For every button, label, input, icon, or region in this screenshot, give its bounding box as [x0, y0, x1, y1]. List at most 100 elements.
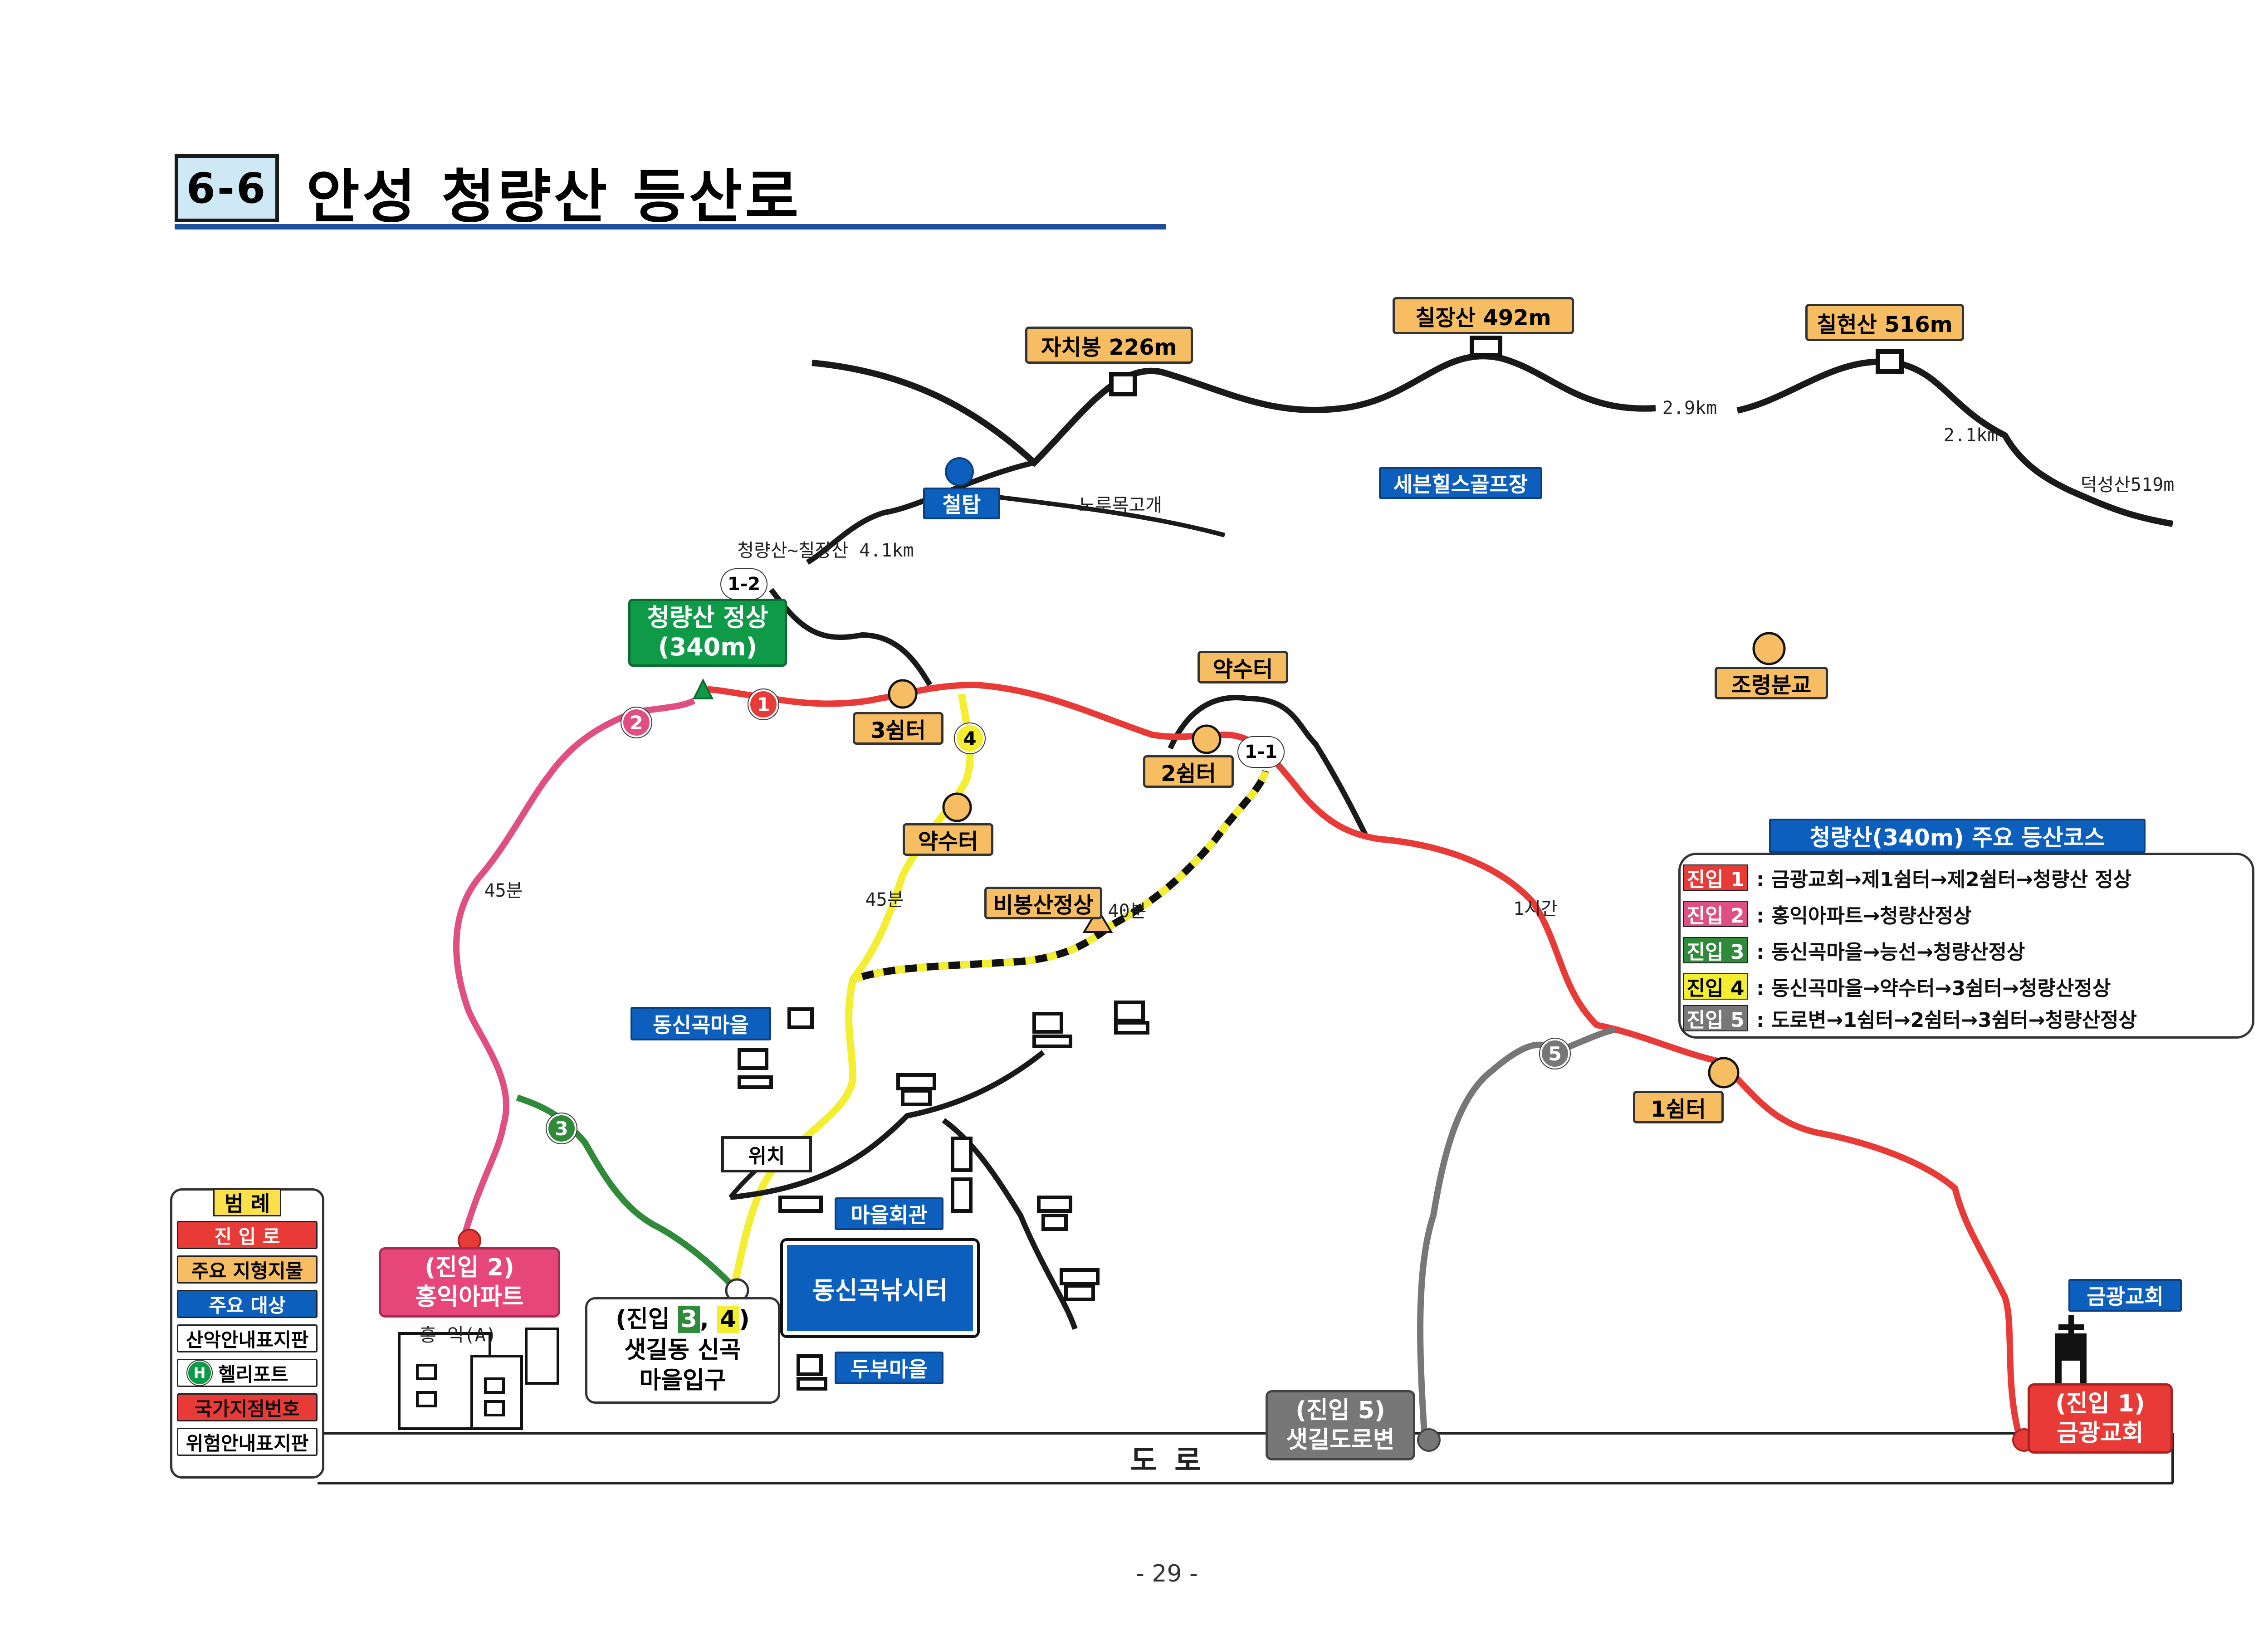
place-deokseongsan: 덕성산519m — [2080, 474, 2175, 495]
entry-2-title: (진입 2) — [425, 1254, 514, 1281]
ridge-2sheltr — [1168, 695, 1368, 836]
title-underline — [175, 224, 1166, 229]
trail-dashed — [851, 770, 1269, 983]
legend-item-heliport: H 헬리포트 — [177, 1359, 318, 1387]
house-icon — [738, 1001, 1149, 1391]
distance-2-1: 2.1km — [1943, 425, 1999, 446]
place-dongsingok: 동신곡마을 — [631, 1007, 771, 1040]
legend-heliport-label: 헬리포트 — [218, 1363, 288, 1386]
legend-item-guide-sign: 산악안내표지판 — [177, 1324, 318, 1352]
entry-34-sep: , — [699, 1306, 717, 1333]
legend-item-entry: 진 입 로 — [177, 1221, 318, 1249]
place-maeulhall: 마을회관 — [835, 1197, 943, 1230]
legend-title: 범 례 — [213, 1188, 281, 1216]
course-tag-3: 진입 3 — [1683, 937, 1748, 964]
label-3shelter: 3쉼터 — [853, 712, 943, 745]
fishing-frame: 동신곡낚시터 — [780, 1238, 980, 1338]
entry-34-suffix: ) — [739, 1306, 750, 1333]
ridge-line-norumok — [975, 492, 1226, 537]
marker-2shelter — [1192, 724, 1222, 754]
entry-1-title: (진입 1) — [2055, 1390, 2145, 1417]
label-spring-mid: 약수터 — [903, 823, 993, 856]
legend-item-danger-sign: 위험안내표지판 — [177, 1428, 318, 1456]
place-wichi-sign: 위치 — [721, 1136, 812, 1172]
courses-panel — [1678, 853, 2254, 1039]
course-text-2: : 홍익아파트→청량산정상 — [1756, 904, 1972, 928]
marker-spring — [942, 792, 972, 822]
legend-item-terrain: 주요 지형지물 — [177, 1255, 318, 1284]
trail-gray — [1417, 1026, 1616, 1434]
summit-label: 청량산 정상 (340m) — [628, 599, 787, 667]
route-marker-1-1: 1-1 — [1238, 737, 1284, 767]
course-tag-2: 진입 2 — [1683, 901, 1748, 928]
entry-5-place: 샛길도로변 — [1286, 1426, 1395, 1454]
village-road-1 — [730, 1050, 1045, 1200]
ridge-line-west — [806, 460, 1035, 565]
road-label: 도 로 — [1130, 1444, 1202, 1478]
time-1h: 1시간 — [1513, 898, 1558, 919]
course-text-3: : 동신곡마을→능선→청량산정상 — [1756, 941, 2025, 964]
section-number: 6-6 — [175, 154, 279, 222]
route-marker-4: 4 — [955, 723, 985, 753]
label-2shelter: 2쉼터 — [1143, 755, 1234, 788]
place-cheoltap: 철탑 — [923, 488, 1000, 519]
legend-item-target: 주요 대상 — [177, 1290, 318, 1318]
trail-red — [707, 681, 2022, 1434]
course-row-2: 진입 2 : 홍익아파트→청량산정상 — [1683, 899, 1972, 929]
entry-5-box: (진입 5) 샛길도로변 — [1266, 1390, 1415, 1460]
church-icon — [2055, 1315, 2087, 1388]
ridge-to-summit — [769, 588, 933, 687]
peak-label-chilhyeonsan: 칠현산 516m — [1805, 304, 1964, 341]
marker-3shelter — [888, 679, 918, 709]
entry5-dot — [1417, 1428, 1441, 1452]
time-45a: 45분 — [484, 880, 523, 901]
entry-34-box: (진입 3, 4) 샛길동 신곡 마을입구 — [585, 1297, 780, 1404]
peak-label-chiljangsan: 칠장산 492m — [1393, 297, 1574, 334]
peak-marker-jachi — [1109, 372, 1137, 396]
marker-summit — [692, 678, 714, 699]
trail-dashed-yellow — [851, 770, 1269, 983]
ridge-line — [811, 353, 1656, 467]
peak-marker-chilhyeon — [1876, 349, 1904, 374]
marker-choryeong — [1752, 632, 1786, 665]
entry-34-place2: 마을입구 — [639, 1367, 726, 1395]
course-text-4: : 동신곡마을→약수터→3쉼터→청량산정상 — [1756, 977, 2111, 1000]
page-number: - 29 - — [1136, 1560, 1198, 1587]
route-marker-3: 3 — [547, 1113, 577, 1143]
course-row-1: 진입 1 : 금광교회→제1쉼터→제2쉼터→청량산 정상 — [1683, 863, 2131, 893]
entry-2-place: 홍익아파트 — [415, 1283, 524, 1311]
apartment-icon — [398, 1328, 559, 1430]
entry-34-n3: 3 — [678, 1306, 700, 1333]
wichi-text: 위치 — [748, 1145, 785, 1168]
course-tag-1: 진입 1 — [1683, 864, 1748, 891]
entry-34-prefix: (진입 — [616, 1306, 678, 1333]
course-text-5: : 도로변→1쉼터→2쉼터→3쉼터→청량산정상 — [1756, 1009, 2137, 1032]
label-bibong: 비봉산정상 — [984, 887, 1102, 919]
entry-5-title: (진입 5) — [1295, 1396, 1385, 1424]
entry-34-n4: 4 — [717, 1306, 739, 1333]
label-spring-top: 약수터 — [1198, 651, 1288, 683]
page-title: 안성 청량산 등산로 — [306, 163, 802, 231]
entry-34-title: (진입 3, 4) — [616, 1304, 750, 1335]
entry-1-place: 금광교회 — [2057, 1419, 2144, 1447]
marker-1shelter — [1708, 1057, 1740, 1089]
entry-1-box: (진입 1) 금광교회 — [2028, 1383, 2173, 1454]
course-text-1: : 금광교회→제1쉼터→제2쉼터→청량산 정상 — [1756, 868, 2132, 891]
time-40: 40분 — [1108, 901, 1147, 922]
peak-marker-chiljang — [1470, 336, 1502, 357]
marker-cheoltap — [945, 457, 974, 486]
place-dubu: 두부마을 — [835, 1352, 943, 1384]
trail-pink — [453, 698, 696, 1235]
route-marker-2: 2 — [621, 708, 651, 737]
trail-yellow — [731, 693, 974, 1284]
route-marker-1-2: 1-2 — [721, 569, 767, 599]
course-row-4: 진입 4 : 동신곡마을→약수터→3쉼터→청량산정상 — [1683, 971, 2111, 1001]
course-tag-5: 진입 5 — [1683, 1005, 1748, 1032]
entry-34-place: 샛길동 신곡 — [624, 1336, 741, 1364]
place-norumok: 노루목고개 — [1079, 495, 1162, 516]
distance-ridge: 청량산~칠장산 4.1km — [737, 540, 914, 561]
heliport-icon: H — [187, 1361, 212, 1385]
legend-item-national-point: 국가지점번호 — [177, 1393, 318, 1421]
